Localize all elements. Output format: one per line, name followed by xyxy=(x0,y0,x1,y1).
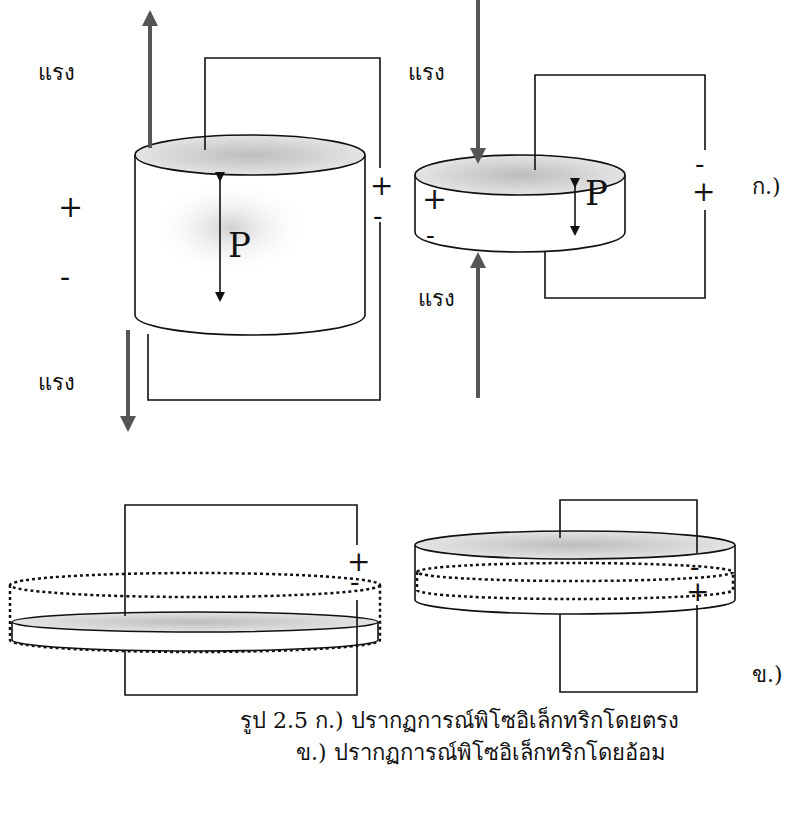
force-label: แรง xyxy=(38,372,75,394)
terminal-sign: - xyxy=(695,150,704,178)
terminal-sign: + xyxy=(692,178,715,206)
charge-sign: - xyxy=(60,262,70,292)
caption-line: ข.) ปรากฏการณ์พิโซอิเล็กทริกโดยอ้อม xyxy=(296,740,666,766)
force-label: แรง xyxy=(38,62,75,84)
force-label: แรง xyxy=(418,288,455,310)
polarization-label: P xyxy=(228,228,251,262)
polarization-label: P xyxy=(585,176,608,210)
terminal-sign: + xyxy=(370,172,393,200)
figure-caption: รูป 2.5 ก.) ปรากฏการณ์พิโซอิเล็กทริกโดยต… xyxy=(240,708,679,734)
charge-sign: + xyxy=(58,192,83,222)
terminal-sign: - xyxy=(690,553,699,581)
terminal-sign: - xyxy=(350,568,359,596)
terminal-sign: - xyxy=(373,202,382,230)
figure-part-label: ข.) xyxy=(752,664,783,686)
charge-sign: - xyxy=(426,222,435,248)
terminal-sign: + xyxy=(686,578,709,606)
force-label: แรง xyxy=(408,62,445,84)
figure-part-label: ก.) xyxy=(752,176,781,198)
charge-sign: + xyxy=(422,184,447,214)
